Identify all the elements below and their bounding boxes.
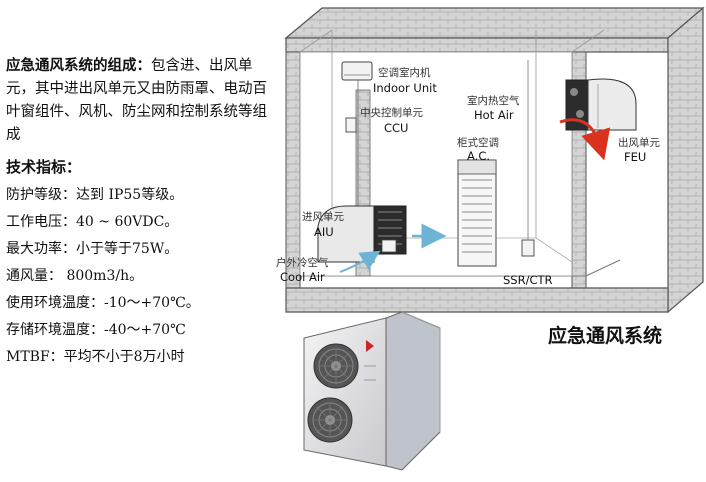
spec-voltage: 工作电压：40 ~ 60VDC。 [6, 214, 179, 230]
ccu-label-en: CCU [384, 121, 408, 135]
product-photo [303, 311, 441, 471]
left-wall [285, 51, 301, 289]
spec-protection: 防护等级：达到 IP55等级。 [6, 187, 184, 203]
roof-band [284, 7, 705, 39]
spec-operating-temp: 使用环境温度：-10～+70℃。 [6, 295, 200, 311]
feu-label-cn: 出风单元 [618, 136, 660, 149]
ssr-label: SSR/CTR [503, 273, 553, 287]
feu-unit [565, 78, 637, 131]
hot-air-label-en: Hot Air [474, 108, 514, 122]
cabinet-ac [457, 159, 497, 267]
roof-front [285, 37, 669, 53]
spec-storage-temp: 存储环境温度：-40～+70℃ [6, 322, 186, 338]
fan-top [313, 343, 359, 389]
cool-air-label-cn: 户外冷空气 [276, 256, 329, 269]
back-corner-right [535, 29, 605, 238]
fan-bottom [307, 397, 353, 443]
cool-air-label-en: Cool Air [280, 270, 325, 284]
ac-label-cn: 柜式空调 [457, 136, 499, 149]
floor [285, 287, 669, 313]
intro-paragraph: 应急通风系统的组成：包含进、出风单元，其中进出风单元又由防雨罩、电动百叶窗组件、… [6, 55, 268, 147]
hot-air-arrow [559, 118, 611, 161]
aiu-label-en: AIU [314, 225, 334, 239]
intro-body: 包含进、出风单元，其中进出风单元又由防雨罩、电动百叶窗组件、风机、防尘网和控制系… [6, 58, 267, 143]
hot-air-label-cn: 室内热空气 [467, 94, 520, 107]
product-logo [366, 340, 374, 352]
ccu-box [345, 117, 357, 133]
description-panel: 应急通风系统的组成：包含进、出风单元，其中进出风单元又由防雨罩、电动百叶窗组件、… [6, 55, 268, 371]
spec-mtbf: MTBF：平均不小于8万小时 [6, 349, 185, 365]
indoor-unit-label-en: Indoor Unit [373, 81, 437, 95]
specs-title: 技术指标： [6, 158, 82, 176]
ccu-label-cn: 中央控制单元 [360, 106, 423, 119]
spec-power: 最大功率：小于等于75W。 [6, 241, 179, 257]
ac-label-en: A.C. [467, 149, 490, 163]
indoor-unit-label-cn: 空调室内机 [378, 66, 431, 79]
right-wall-outer [667, 6, 704, 314]
intro-heading: 应急通风系统的组成： [6, 58, 151, 74]
aiu-label-cn: 进风单元 [302, 211, 344, 223]
ssr-box [521, 239, 535, 257]
back-corner-left [299, 29, 333, 238]
diagram-caption: 应急通风系统 [548, 324, 662, 347]
spec-airflow: 通风量： 800m3/h。 [6, 268, 144, 284]
cool-air-arrow-outside [339, 250, 381, 273]
feu-label-en: FEU [624, 150, 646, 164]
aiu-unit [317, 205, 407, 263]
